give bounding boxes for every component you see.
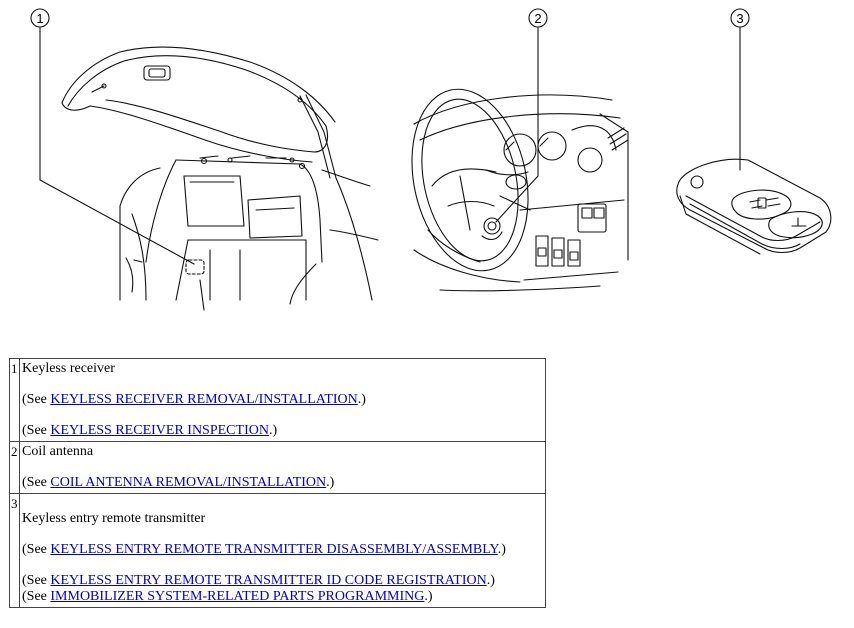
component-location-figure: 1 2 3 [30,8,832,311]
reference-line: (See KEYLESS ENTRY REMOTE TRANSMITTER DI… [22,542,506,557]
reference-line: (See COIL ANTENNA REMOVAL/INSTALLATION.) [22,475,335,490]
part-name: Coil antenna [22,444,94,459]
callout-2-number: 2 [534,11,541,26]
table-row-3: 3 Keyless entry remote transmitter (See … [9,493,546,608]
callout-3: 3 [730,8,750,28]
part-number: 1 [9,358,20,442]
callout-1: 1 [30,8,50,28]
keyless-receiver-removal-installation-link[interactable]: KEYLESS RECEIVER REMOVAL/INSTALLATION [50,392,358,407]
callout-1-number: 1 [36,11,43,26]
part-description: Coil antenna (See COIL ANTENNA REMOVAL/I… [19,441,546,494]
callout-2: 2 [528,8,548,28]
keyless-receiver-inspection-link[interactable]: KEYLESS RECEIVER INSPECTION [50,423,269,438]
part-number: 3 [9,493,20,608]
coil-antenna-removal-installation-link[interactable]: COIL ANTENNA REMOVAL/INSTALLATION [50,475,327,490]
transmitter-illustration [676,27,832,255]
reference-line: (See KEYLESS RECEIVER REMOVAL/INSTALLATI… [22,392,366,407]
immobilizer-parts-programming-link[interactable]: IMMOBILIZER SYSTEM-RELATED PARTS PROGRAM… [50,589,425,604]
liftgate-illustration [39,27,379,311]
reference-line: (See KEYLESS ENTRY REMOTE TRANSMITTER ID… [22,573,495,588]
table-row-1: 1 Keyless receiver (See KEYLESS RECEIVER… [9,358,546,442]
part-name: Keyless receiver [22,361,115,376]
part-description: Keyless receiver (See KEYLESS RECEIVER R… [19,358,546,442]
parts-table: 1 Keyless receiver (See KEYLESS RECEIVER… [9,358,546,608]
dashboard-illustration [411,27,629,292]
transmitter-id-code-registration-link[interactable]: KEYLESS ENTRY REMOTE TRANSMITTER ID CODE… [50,573,487,588]
reference-line: (See IMMOBILIZER SYSTEM-RELATED PARTS PR… [22,589,433,604]
transmitter-disassembly-assembly-link[interactable]: KEYLESS ENTRY REMOTE TRANSMITTER DISASSE… [50,542,498,557]
part-number: 2 [9,441,20,494]
callout-3-number: 3 [736,11,743,26]
part-name: Keyless entry remote transmitter [22,511,206,526]
part-description: Keyless entry remote transmitter (See KE… [19,493,546,608]
table-row-2: 2 Coil antenna (See COIL ANTENNA REMOVAL… [9,441,546,494]
reference-line: (See KEYLESS RECEIVER INSPECTION.) [22,423,278,438]
